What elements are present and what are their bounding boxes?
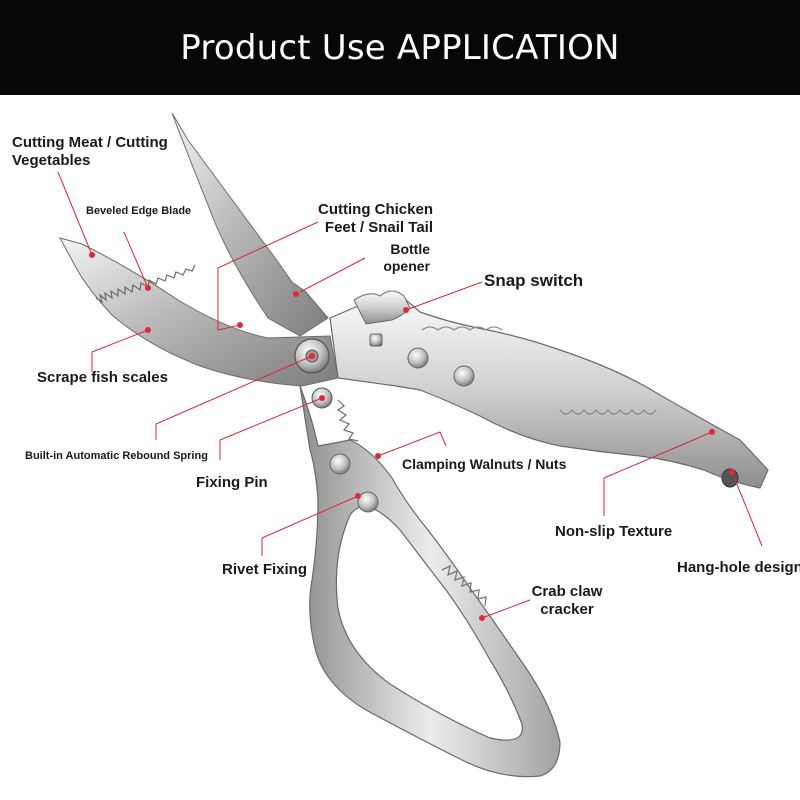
callout-lines [57, 171, 763, 619]
bottom-handle [299, 385, 561, 778]
product-diagram [0, 95, 800, 800]
label-non-slip: Non-slip Texture [555, 523, 673, 540]
upper-blade [171, 112, 329, 337]
label-beveled-edge: Beveled Edge Blade [86, 205, 192, 217]
snap-switch [353, 290, 411, 325]
label-clamping-walnuts: Clamping Walnuts / Nuts [402, 456, 567, 472]
kitchen-scissors-icon [57, 112, 769, 778]
label-cutting-meat: Cutting Meat / Cutting Vegetables [12, 134, 168, 170]
top-handle [329, 295, 769, 489]
label-cutting-chicken: Cutting Chicken Feet / Snail Tail [318, 201, 433, 236]
label-scrape-fish: Scrape fish scales [37, 369, 168, 386]
label-cutting-meat-text: Cutting Meat / Cutting Vegetables [12, 134, 168, 169]
lower-blade [58, 237, 339, 387]
label-crab-claw: Crab claw cracker [531, 583, 603, 618]
label-hang-hole: Hang-hole design [677, 559, 800, 576]
label-snap-switch: Snap switch [484, 271, 584, 290]
callout-dots [89, 252, 735, 621]
label-rebound-spring: Built-in Automatic Rebound Spring [25, 450, 208, 462]
page-title: Product Use APPLICATION [180, 27, 620, 68]
label-rivet-fixing: Rivet Fixing [222, 561, 308, 578]
label-bottle-opener: Bottle opener [383, 241, 430, 274]
header-banner: Product Use APPLICATION [0, 0, 800, 95]
label-fixing-pin: Fixing Pin [196, 474, 268, 491]
